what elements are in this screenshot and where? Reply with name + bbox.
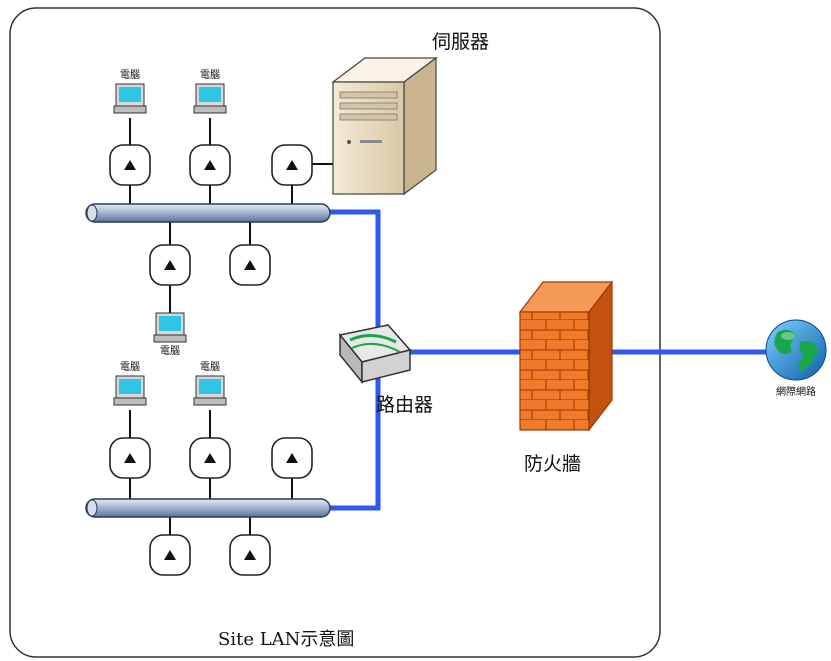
port-icon — [149, 534, 191, 576]
computer-icon — [113, 83, 147, 114]
firewall-icon — [518, 280, 614, 432]
port-icon — [149, 244, 191, 286]
diagram-title: Site LAN示意圖 — [218, 629, 354, 650]
computer-label: 電腦 — [160, 344, 180, 357]
computer-label: 電腦 — [200, 360, 220, 373]
computer-label: 電腦 — [120, 68, 140, 81]
firewall-label: 防火牆 — [524, 453, 581, 475]
port-icon — [189, 437, 231, 479]
link-top-bus-router — [328, 209, 381, 340]
computers — [113, 83, 227, 406]
computer-label: 電腦 — [200, 68, 220, 81]
internet-label: 網際網路 — [776, 385, 816, 398]
port-icon — [271, 144, 313, 186]
link-bottom-bus-router — [328, 372, 381, 511]
router-label: 路由器 — [376, 394, 433, 416]
router-icon — [338, 324, 412, 385]
site-boundary — [9, 7, 661, 658]
computer-icon — [113, 375, 147, 406]
globe-icon — [765, 319, 827, 381]
bus-top — [85, 203, 331, 223]
port-icon — [271, 437, 313, 479]
network-links — [328, 209, 775, 511]
computer-icon — [193, 375, 227, 406]
computer-icon — [153, 312, 187, 343]
port-icon — [189, 144, 231, 186]
server-label: 伺服器 — [432, 31, 489, 53]
bus-bottom — [85, 498, 331, 518]
drop-cables — [129, 118, 333, 535]
port-icon — [109, 437, 151, 479]
port-icon — [229, 534, 271, 576]
computer-label: 電腦 — [120, 360, 140, 373]
ports — [109, 144, 313, 576]
port-icon — [109, 144, 151, 186]
computer-icon — [193, 83, 227, 114]
server-icon — [331, 56, 438, 196]
computer-labels: 電腦 電腦 電腦 電腦 電腦 — [120, 68, 220, 373]
port-icon — [229, 244, 271, 286]
